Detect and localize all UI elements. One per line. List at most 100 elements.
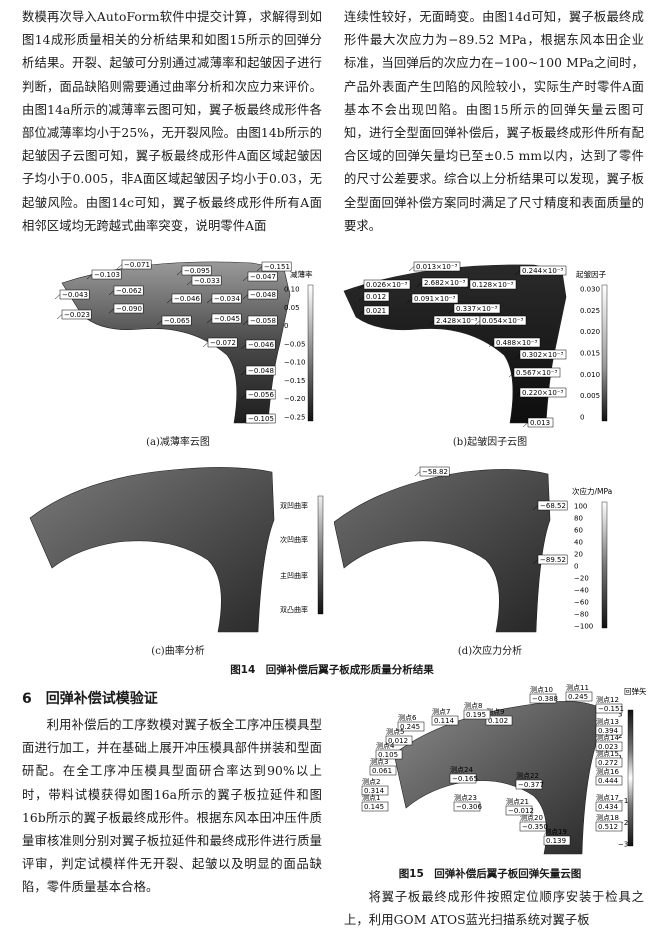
- leader-line: [514, 392, 521, 398]
- value-box: [543, 835, 571, 846]
- value-box: [595, 757, 623, 768]
- value-label: −0.095: [184, 267, 210, 275]
- curvature-legend-item: 双凸曲率: [280, 605, 308, 614]
- value-label: 0.128×10⁻³: [472, 281, 514, 289]
- fig15-springback-contour: 回弹矢量/mm 3210−1−2−3 测点10−0.388测点110.245测点…: [361, 684, 664, 855]
- measure-point-name: 测点24: [450, 766, 473, 774]
- colorbar-tick-label: 0: [574, 563, 578, 571]
- colorbar-tick-label: −100: [574, 623, 593, 631]
- measure-point-name: 测点9: [486, 708, 504, 716]
- measure-point-value: 0.314: [364, 787, 385, 795]
- colorbar-tick-label: −20: [574, 575, 589, 583]
- leader-line: [116, 264, 123, 270]
- leader-line: [242, 320, 249, 326]
- value-label: 0.567×10⁻³: [516, 369, 558, 377]
- measure-point-name: 测点3: [370, 758, 388, 766]
- value-label: −0.105: [248, 415, 274, 423]
- colorbar-tick-label: −0.10: [284, 359, 305, 367]
- measure-point-value: −0.012: [508, 807, 534, 815]
- leader-line: [408, 266, 415, 272]
- value-box: [515, 779, 543, 790]
- colorbar-tick-label: 20: [574, 551, 583, 559]
- value-label: 0.012: [366, 293, 386, 301]
- paragraph: 连续性较好，无面畸变。由图14d可知，翼子板最终成形件最大次应力为−89.52 …: [344, 10, 644, 233]
- value-label: −89.52: [540, 556, 566, 564]
- value-box: [595, 821, 623, 832]
- section-heading: 6 回弹补偿试模验证: [22, 691, 158, 707]
- measure-point-name: 测点13: [596, 718, 619, 726]
- body-text-left-top: 数模再次导入AutoForm软件中提交计算，求解得到如图14成形质量相关的分析结…: [22, 6, 322, 238]
- value-box: [375, 749, 403, 760]
- measure-point-name: 测点4: [376, 742, 395, 750]
- fig15-panel: 回弹矢量/mm 3210−1−2−3 测点10−0.388测点110.245测点…: [334, 684, 664, 864]
- value-box: [519, 821, 547, 832]
- value-labels: −0.071−0.103−0.095−0.151−0.033−0.047−0.0…: [54, 259, 292, 424]
- colorbar-tick-label: −0.05: [284, 340, 305, 348]
- leader-line: [358, 310, 365, 316]
- value-box: [397, 721, 425, 732]
- leader-line: [514, 270, 521, 276]
- fender-shape: [333, 469, 551, 633]
- colorbar-title: 回弹矢量/mm: [624, 686, 646, 696]
- fig14a-thinning-contour: 减薄率 0.100.050−0.05−0.10−0.15−0.20−0.25 −…: [54, 259, 314, 424]
- leader-line: [202, 342, 209, 348]
- colorbar-tick-label: 100: [574, 503, 587, 511]
- colorbar: [601, 284, 608, 422]
- measure-point-value: 0.434: [598, 803, 619, 811]
- colorbar-tick-label: −0.25: [284, 414, 305, 422]
- leader-line: [406, 298, 413, 304]
- value-label: −0.071: [124, 261, 150, 269]
- value-label: 0.302×10⁻³: [522, 351, 564, 359]
- measure-point-name: 测点12: [596, 696, 619, 704]
- fig14-caption: 图14 回弹补偿后翼子板成形质量分析结果: [230, 664, 434, 676]
- measure-point-name: 测点6: [398, 714, 417, 722]
- curvature-legend-item: 次凹曲率: [280, 535, 308, 544]
- measure-point-name: 测点2: [362, 778, 380, 786]
- measure-point-name: 测点19: [544, 828, 567, 836]
- colorbar-title: 减薄率: [290, 269, 313, 279]
- paragraph: 将翼子板最终成形件按照定位顺序安装于检具之上，利用GOM ATOS蓝光扫描系统对…: [344, 890, 644, 928]
- measure-point-name: 测点8: [464, 702, 482, 710]
- value-label: 0.337×10⁻³: [456, 305, 498, 313]
- body-text-right-top: 连续性较好，无面畸变。由图14d可知，翼子板最终成形件最大次应力为−89.52 …: [344, 6, 644, 238]
- value-box: [361, 801, 389, 812]
- value-label: −0.151: [264, 263, 290, 271]
- measure-point-value: −0.377: [518, 781, 544, 789]
- value-label: −0.034: [214, 295, 240, 303]
- measure-point-value: −0.151: [598, 705, 624, 713]
- colorbar: [601, 501, 608, 629]
- value-box: [529, 693, 557, 704]
- leader-line: [108, 308, 115, 314]
- value-box: [431, 715, 459, 726]
- value-label: 2.428×10⁻³: [436, 317, 478, 325]
- colorbar: [317, 495, 324, 615]
- body-text-left-bottom: 利用补偿后的工序数模对翼子板全工序冲压模具型面进行加工，并在基础上展开冲压模具部…: [22, 714, 322, 900]
- colorbar-tick-label: −0.20: [284, 395, 305, 403]
- measure-point-value: 0.245: [400, 723, 420, 731]
- colorbar-tick-label: 0.015: [580, 350, 600, 358]
- leader-line: [514, 354, 521, 360]
- value-label: −0.065: [164, 317, 190, 325]
- leader-line: [86, 274, 93, 280]
- measure-point-value: −0.388: [532, 695, 558, 703]
- colorbar-tick-label: 0.010: [580, 371, 600, 379]
- fig14c-panel: 双凹曲率次凹曲率主凹曲率双凸曲率: [22, 460, 334, 640]
- colorbar-tick-label: −80: [574, 611, 589, 619]
- colorbar: [307, 284, 314, 422]
- measure-point-value: −0.350: [522, 823, 548, 831]
- leader-line: [240, 418, 247, 424]
- value-box: [595, 725, 623, 736]
- value-label: −0.048: [248, 367, 274, 375]
- colorbar-tick-label: 2: [618, 732, 622, 740]
- leader-line: [358, 296, 365, 302]
- leader-line: [176, 270, 183, 276]
- measure-point-value: 0.105: [378, 751, 398, 759]
- measure-point-name: 测点16: [596, 768, 619, 776]
- value-label: 0.013: [530, 419, 550, 427]
- leader-line: [242, 294, 249, 300]
